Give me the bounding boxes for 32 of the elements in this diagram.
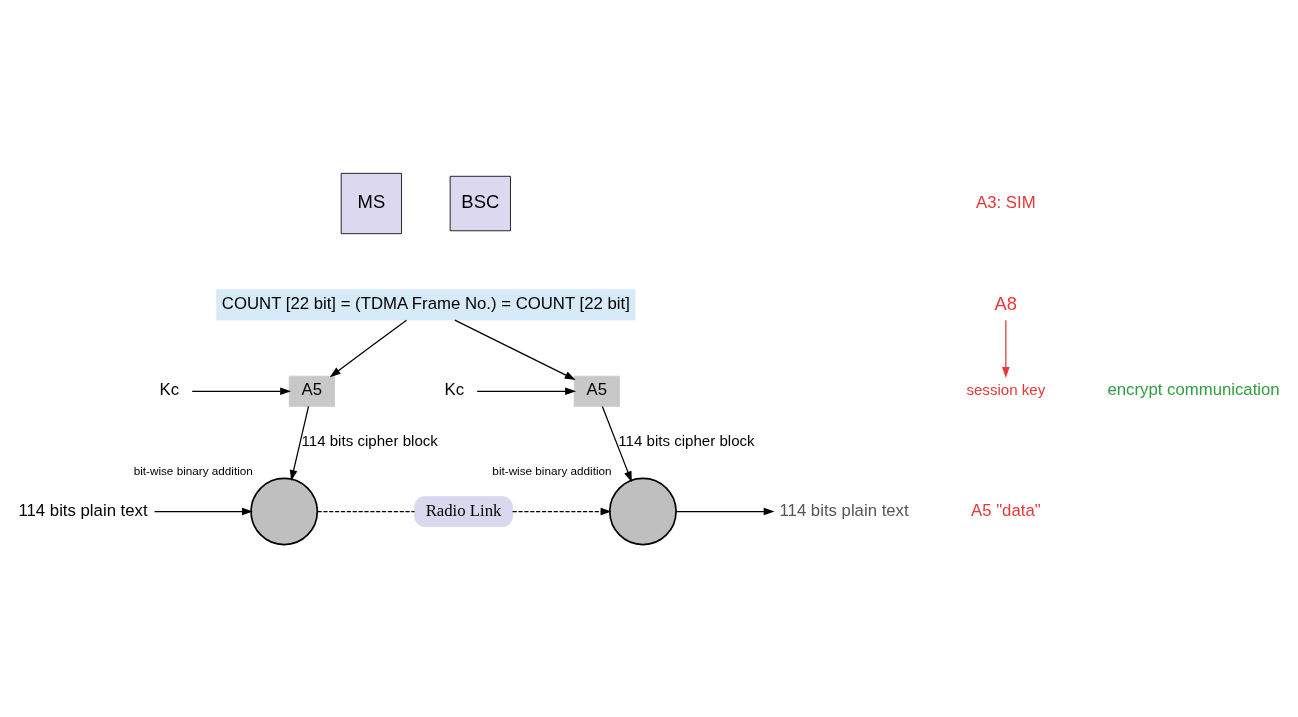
node-label: bit-wise binary addition: [492, 463, 612, 477]
node-text: A8: [994, 292, 1018, 314]
node-box: MS: [340, 172, 402, 234]
node-text: Kc: [159, 379, 180, 399]
node-box: A5: [288, 375, 335, 407]
arrow: [191, 386, 292, 395]
node-box: A5: [573, 375, 620, 407]
arrow: [675, 507, 775, 515]
node-text: 114 bits plain text: [779, 500, 909, 520]
node-circle: [250, 477, 319, 545]
node-box: COUNT [22 bit] = (TDMA Frame No.) = COUNT [22 bit]: [216, 288, 636, 320]
edge-label: 114 bits cipher block: [618, 431, 755, 449]
arrow: [329, 319, 408, 377]
node-label: bit-wise binary addition: [133, 463, 253, 477]
node-circle: [609, 477, 677, 545]
label: A3: SIM: [976, 192, 1036, 212]
node-box: Radio Link: [414, 495, 513, 527]
arrow: [476, 386, 577, 395]
connector: [316, 510, 416, 512]
node-text: session key: [966, 380, 1046, 398]
arrow: [289, 405, 310, 481]
arrow: [512, 507, 612, 515]
node-text: 114 bits plain text: [18, 500, 148, 520]
arrow: [601, 405, 632, 482]
arrow: [454, 319, 576, 380]
arrow: [153, 507, 253, 515]
node-box: BSC: [449, 175, 511, 231]
node-text: Kc: [444, 379, 465, 399]
label: A5 "data": [971, 500, 1041, 520]
arrow: [1002, 319, 1010, 378]
edge-label: 114 bits cipher block: [301, 431, 438, 449]
label: encrypt communication: [1107, 379, 1280, 399]
